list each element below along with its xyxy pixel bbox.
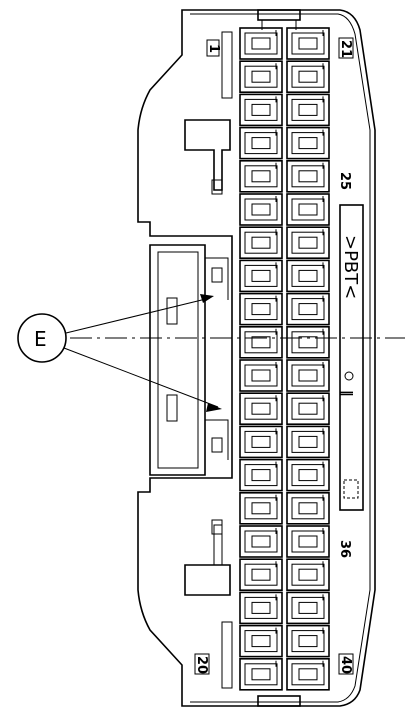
upper-hook-nub (211, 179, 223, 195)
marking-dashed-box (343, 479, 359, 499)
terminal-cavity (286, 458, 330, 492)
marking-circle (344, 371, 354, 381)
terminal-cavity (239, 458, 283, 492)
terminal-cavity (239, 93, 283, 127)
terminal-cavity (286, 359, 330, 392)
label-box-40: 40 (338, 653, 354, 675)
terminal-cavity (286, 259, 330, 293)
callout-arrow-upper (200, 294, 214, 303)
terminal-cavity (239, 392, 283, 426)
terminal-cavity (286, 624, 330, 658)
terminal-cavity (239, 359, 283, 392)
terminal-cavity (239, 591, 283, 625)
terminal-cavity (286, 491, 330, 525)
latch-bar-top (221, 31, 233, 99)
latch-bar-bottom (221, 621, 233, 689)
pin-label-36: 36 (337, 540, 352, 558)
terminal-cavity (239, 491, 283, 525)
terminal-cavity (286, 160, 330, 193)
pin-label-25: 25 (337, 172, 352, 190)
top-latch-tab (257, 9, 301, 21)
callout-leader-lower (63, 347, 219, 408)
callout-letter: E (34, 327, 47, 351)
lock-detent-upper (211, 267, 223, 283)
lock-slider (149, 244, 206, 476)
terminal-cavity (239, 525, 283, 558)
terminal-cavity (239, 259, 283, 293)
terminal-cavity (239, 226, 283, 259)
terminal-cavity (239, 425, 283, 459)
terminal-cavity (286, 126, 330, 160)
terminal-cavity (286, 27, 330, 60)
terminal-cavity (239, 126, 283, 160)
marking-panel (339, 204, 364, 511)
terminal-cavity (286, 558, 330, 592)
terminal-cavity (286, 226, 330, 259)
pin-label-21: 21 (338, 40, 353, 58)
terminal-cavity (239, 624, 283, 658)
terminal-cavity (286, 60, 330, 94)
terminal-cavity (286, 425, 330, 459)
label-box-21: 21 (338, 37, 354, 59)
lower-hook-arm (213, 524, 223, 565)
terminal-cavity (239, 193, 283, 226)
terminal-cavity (239, 558, 283, 592)
label-box-1: 1 (206, 39, 221, 57)
terminal-cavity (286, 193, 330, 226)
terminal-cavity (239, 292, 283, 326)
lock-slider-inner (157, 251, 199, 469)
side-mark: ‖ (339, 390, 354, 397)
lock-tab-lower (166, 394, 178, 422)
terminal-cavity (286, 591, 330, 625)
lock-detent-lower (211, 437, 223, 453)
housing-inner-outline (190, 13, 371, 703)
pin-label-1: 1 (206, 44, 221, 53)
lock-tab-upper (166, 297, 178, 325)
callout-leader-upper (65, 297, 211, 334)
lower-hook (184, 564, 231, 596)
terminal-cavity (239, 60, 283, 94)
terminal-cavity (239, 160, 283, 193)
terminal-cavity (286, 93, 330, 127)
terminal-cavity (286, 657, 330, 691)
terminal-cavity (286, 292, 330, 326)
terminal-cavity (239, 27, 283, 60)
lock-arm (205, 257, 229, 460)
terminal-cavity (239, 325, 283, 359)
callout-arrow-lower (206, 403, 222, 412)
lower-hook-nub (211, 519, 223, 535)
terminal-cavity (239, 657, 283, 691)
pin-label-40: 40 (338, 656, 353, 674)
cavity-grid (239, 27, 330, 691)
label-box-20: 20 (194, 653, 210, 675)
bottom-latch-tab (257, 695, 301, 707)
housing-outline (137, 9, 376, 707)
pin-label-20: 20 (194, 656, 209, 674)
upper-hook (184, 119, 231, 191)
callout-bubble (17, 313, 67, 363)
material-marking: >PBT< (340, 235, 361, 299)
terminal-cavity (286, 525, 330, 558)
terminal-cavity (286, 325, 330, 359)
terminal-cavity (286, 392, 330, 426)
